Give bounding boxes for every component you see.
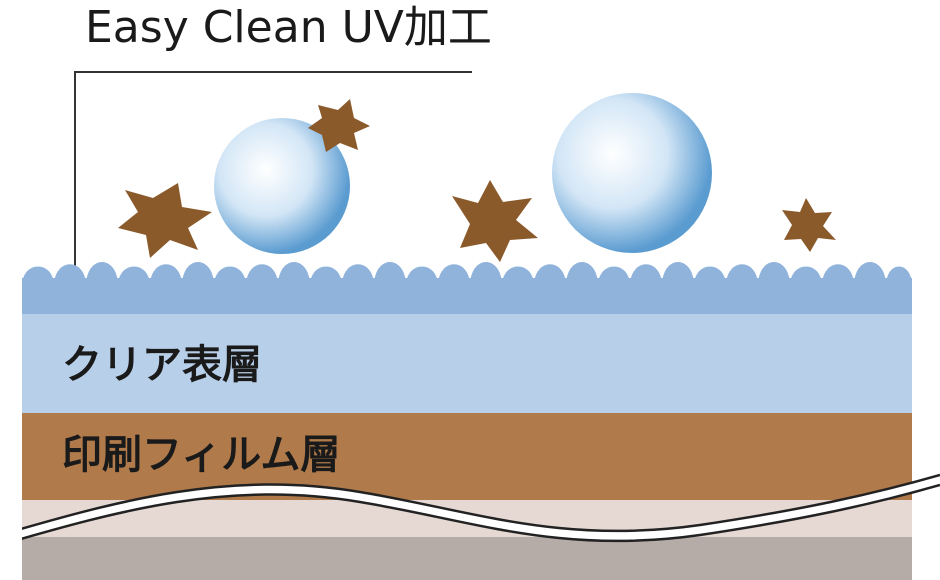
coating-bump (694, 266, 726, 286)
dirt-particle (308, 99, 370, 152)
coating-bump (470, 262, 502, 286)
coating-bump (22, 266, 54, 286)
coating-bump (598, 266, 630, 286)
coating-bump (182, 262, 214, 286)
coating-bump (342, 264, 374, 286)
print-film-label: 印刷フィルム層 (62, 432, 340, 478)
print-film-layer (22, 413, 912, 500)
coating-bump (54, 264, 86, 286)
coating-bump (246, 264, 278, 286)
wavy-cut-band (0, 475, 940, 545)
wavy-cut-line-bottom (0, 483, 940, 547)
dirt-particle (452, 180, 538, 262)
coating-bump (438, 264, 470, 286)
coating-bump (822, 264, 854, 286)
coating-bump (150, 264, 182, 286)
coating-bump (726, 264, 758, 286)
coating-bump (374, 262, 406, 286)
diagram-title: Easy Clean UV加工 (85, 2, 492, 53)
dirt-particle (782, 198, 836, 252)
coating-bump (406, 266, 438, 286)
coating-bump (534, 264, 566, 286)
coating-bump (502, 266, 534, 286)
coating-bump (214, 266, 246, 286)
coating-bump (310, 266, 342, 286)
coating-bump (854, 262, 886, 286)
clear-surface-layer (22, 313, 912, 413)
coating-bump (566, 262, 598, 286)
coating-bump (118, 266, 150, 286)
coating-bump (758, 262, 790, 286)
uv-coating-layer (22, 262, 912, 314)
coating-bump (278, 262, 310, 286)
coating-bump (662, 262, 694, 286)
wavy-cut-line-top (0, 473, 940, 537)
water-droplet (552, 93, 712, 253)
coating-bump (790, 266, 822, 286)
water-droplet (214, 118, 350, 254)
leader-line (74, 71, 472, 288)
coating-bump (630, 264, 662, 286)
coating-bump (86, 262, 118, 286)
clear-surface-label: クリア表層 (62, 342, 262, 388)
coating-bump (886, 266, 912, 286)
dirt-particle (118, 183, 212, 258)
